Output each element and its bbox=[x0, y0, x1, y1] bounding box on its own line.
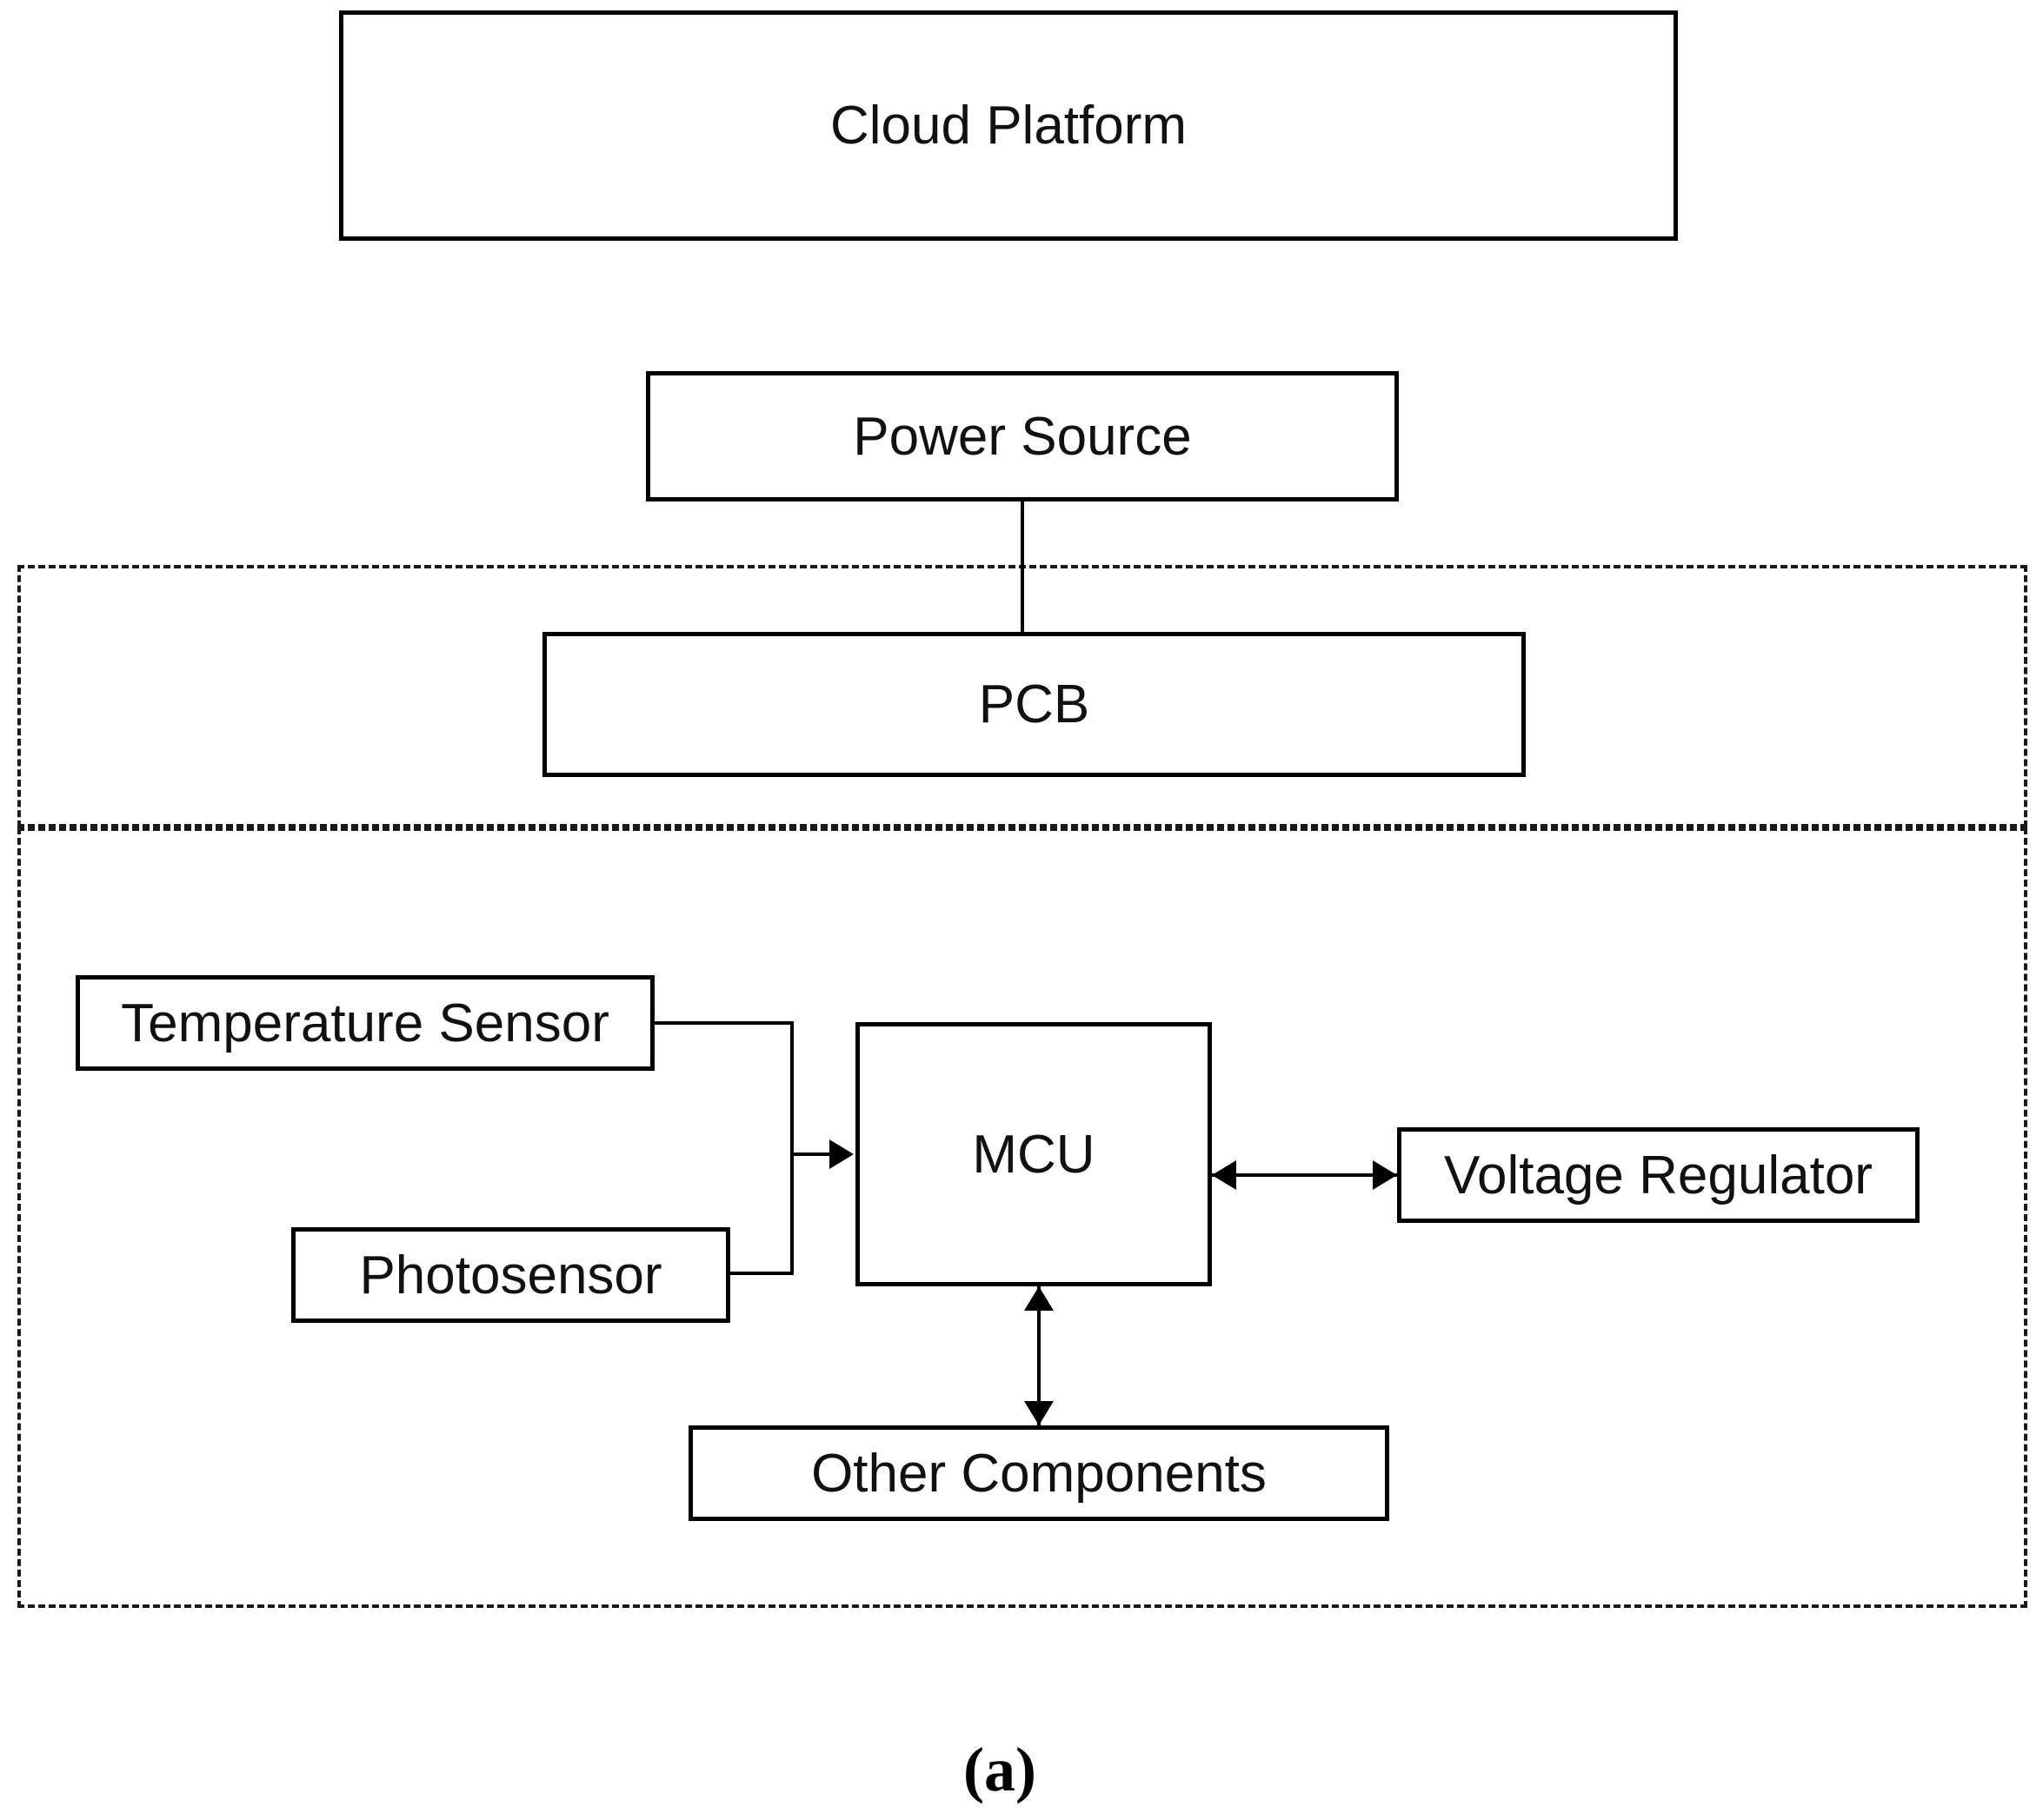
components-dashed-region bbox=[17, 827, 2027, 1608]
arrowhead-to-regulator-from-mcu bbox=[1373, 1160, 1397, 1190]
cloud-platform-label: Cloud Platform bbox=[829, 96, 1188, 156]
cloud-platform-box[interactable]: Cloud Platform bbox=[339, 10, 1678, 241]
voltage-regulator-box[interactable]: Voltage Regulator bbox=[1397, 1127, 1920, 1223]
connector-mcu-other-components bbox=[1037, 1286, 1041, 1425]
arrowhead-to-mcu-from-other bbox=[1024, 1286, 1054, 1311]
photosensor-box[interactable]: Photosensor bbox=[291, 1227, 730, 1323]
connector-sensors-bus-stub bbox=[790, 1152, 829, 1156]
mcu-box[interactable]: MCU bbox=[855, 1022, 1212, 1286]
pcb-box[interactable]: PCB bbox=[542, 632, 1526, 777]
other-components-box[interactable]: Other Components bbox=[689, 1425, 1389, 1521]
voltage-regulator-label: Voltage Regulator bbox=[1444, 1145, 1873, 1206]
power-source-label: Power Source bbox=[853, 406, 1192, 467]
pcb-label: PCB bbox=[978, 674, 1090, 734]
arrowhead-to-other-from-mcu bbox=[1024, 1401, 1054, 1425]
connector-mcu-voltage-regulator bbox=[1212, 1173, 1397, 1177]
temperature-sensor-label: Temperature Sensor bbox=[121, 993, 609, 1053]
other-components-label: Other Components bbox=[811, 1443, 1267, 1504]
mcu-label: MCU bbox=[972, 1124, 1095, 1185]
photosensor-label: Photosensor bbox=[359, 1245, 662, 1305]
figure-caption: (a) bbox=[963, 1735, 1036, 1804]
arrowhead-to-mcu-from-regulator bbox=[1212, 1160, 1236, 1190]
power-source-box[interactable]: Power Source bbox=[646, 371, 1399, 501]
arrowhead-sensors-to-mcu bbox=[829, 1139, 854, 1169]
temperature-sensor-box[interactable]: Temperature Sensor bbox=[76, 975, 655, 1071]
connector-power-source-to-pcb bbox=[1021, 501, 1024, 632]
